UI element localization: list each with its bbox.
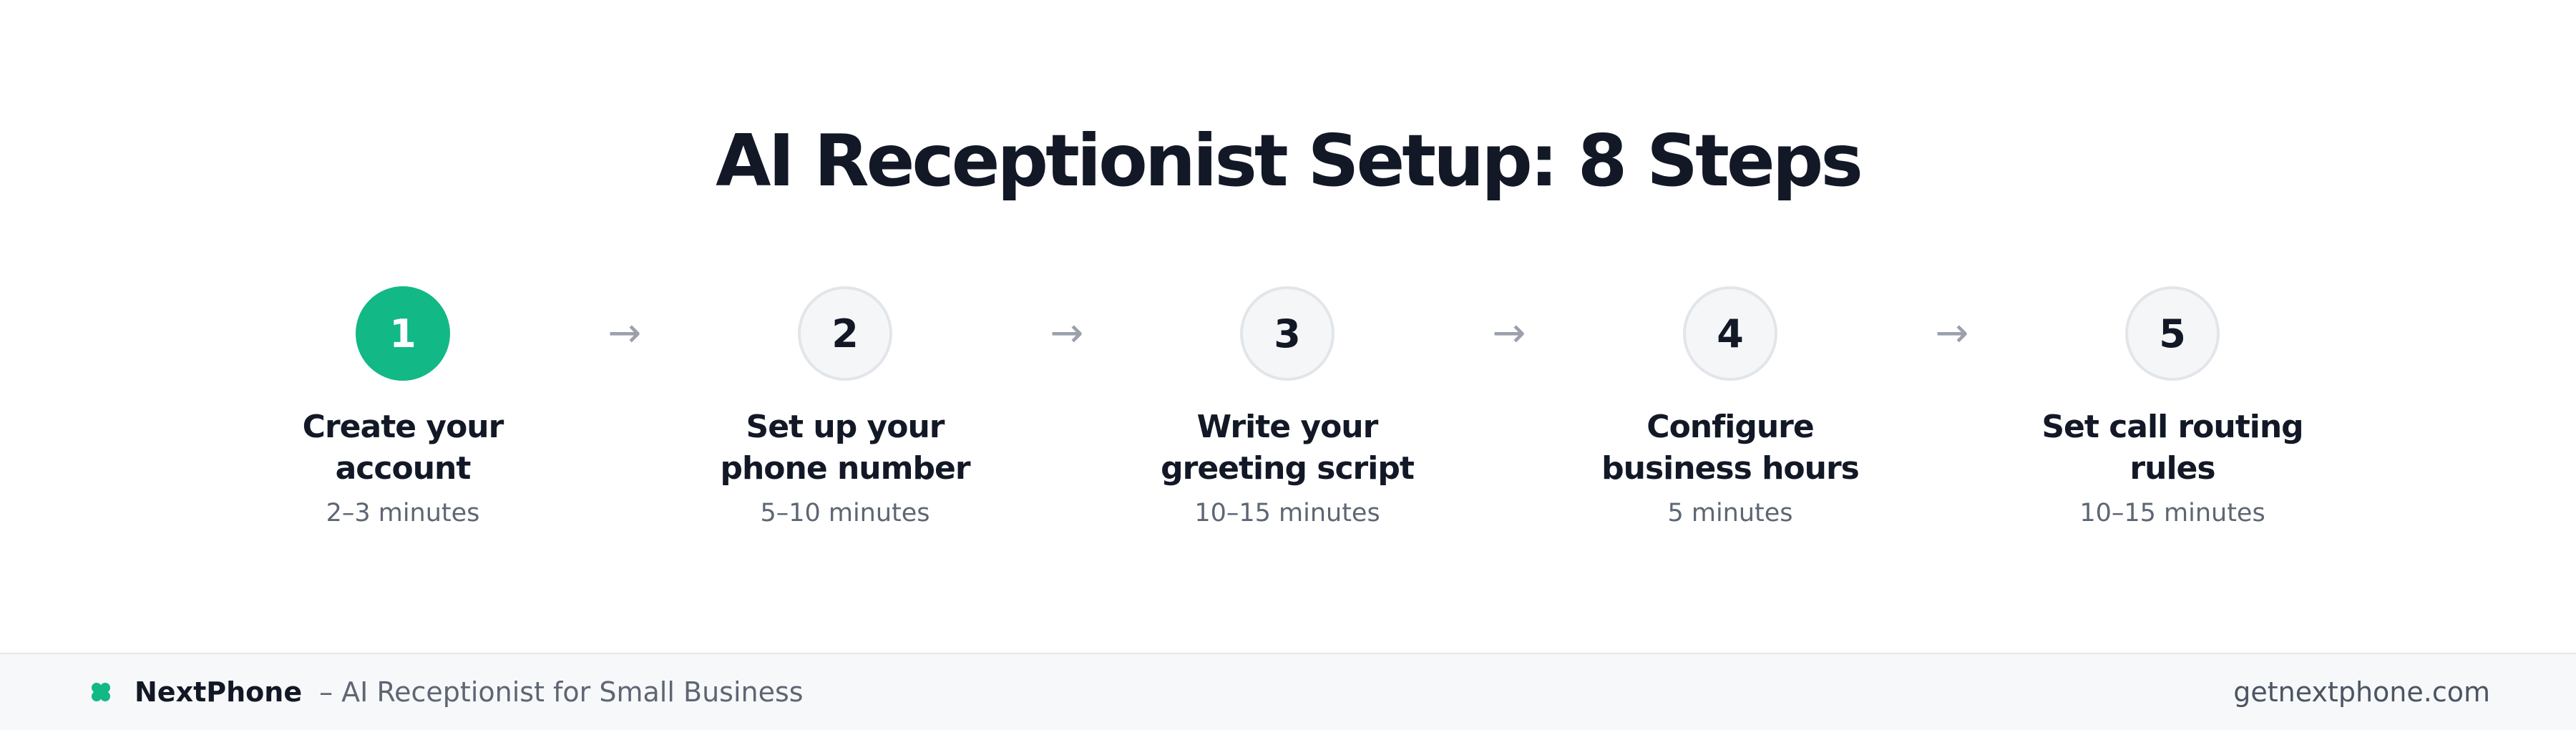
brand-name: NextPhone xyxy=(135,676,303,708)
step-duration: 10–15 minutes xyxy=(1194,499,1380,527)
step-number-badge: 1 xyxy=(356,286,450,381)
step-label: Create your account xyxy=(302,409,504,487)
step-duration: 5–10 minutes xyxy=(760,499,930,527)
footer-bar: NextPhone – AI Receptionist for Small Bu… xyxy=(0,653,2576,730)
step-duration: 2–3 minutes xyxy=(326,499,480,527)
step-number-badge: 5 xyxy=(2125,286,2220,381)
step-5: 5 Set call routing rules 10–15 minutes xyxy=(2015,286,2330,530)
arrow-icon: → xyxy=(1935,310,1969,356)
page-title: AI Receptionist Setup: 8 Steps xyxy=(716,119,1863,203)
step-number-badge: 2 xyxy=(798,286,892,381)
step-label: Write your greeting script xyxy=(1161,409,1415,487)
clover-icon xyxy=(92,683,110,701)
steps-row: 1 Create your account 2–3 minutes → 2 Se… xyxy=(0,286,2576,558)
step-1: 1 Create your account 2–3 minutes xyxy=(245,286,560,530)
arrow-icon: → xyxy=(1492,310,1526,356)
step-label: Set call routing rules xyxy=(2041,409,2303,487)
brand: NextPhone – AI Receptionist for Small Bu… xyxy=(89,654,804,730)
step-label: Set up your phone number xyxy=(720,409,970,487)
step-2: 2 Set up your phone number 5–10 minutes xyxy=(688,286,1002,530)
step-duration: 10–15 minutes xyxy=(2079,499,2265,527)
brand-tagline: – AI Receptionist for Small Business xyxy=(319,676,804,708)
website-link[interactable]: getnextphone.com xyxy=(2233,676,2490,708)
step-duration: 5 minutes xyxy=(1667,499,1793,527)
step-number-badge: 3 xyxy=(1240,286,1335,381)
step-4: 4 Configure business hours 5 minutes xyxy=(1573,286,1888,530)
step-number-badge: 4 xyxy=(1683,286,1777,381)
step-3: 3 Write your greeting script 10–15 minut… xyxy=(1130,286,1445,530)
arrow-icon: → xyxy=(608,310,642,356)
arrow-icon: → xyxy=(1050,310,1084,356)
step-label: Configure business hours xyxy=(1601,409,1860,487)
